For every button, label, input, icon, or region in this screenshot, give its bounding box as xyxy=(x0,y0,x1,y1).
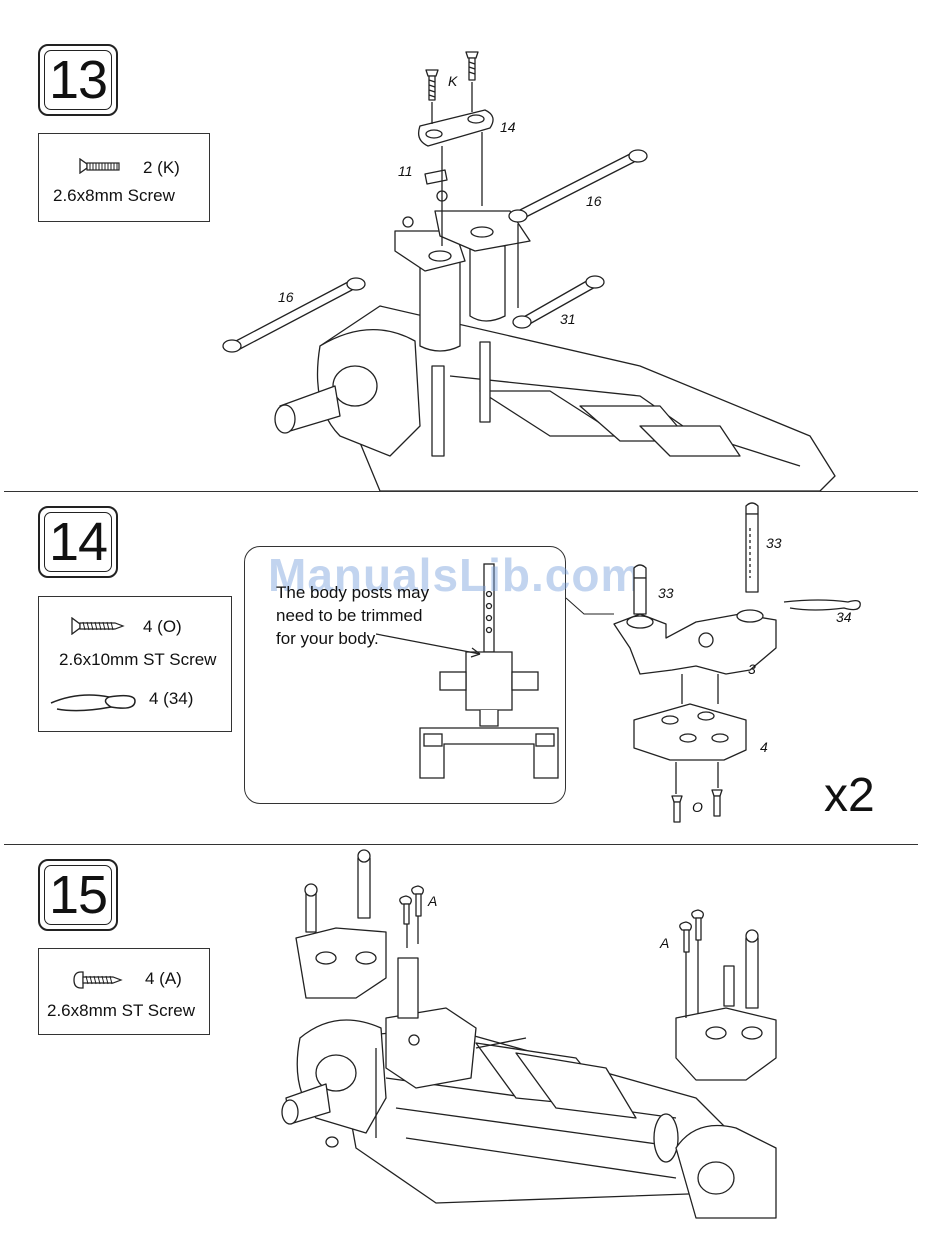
part-description: 2.6x8mm Screw xyxy=(53,186,175,206)
step-13-parts-box: 2 (K) 2.6x8mm Screw xyxy=(38,133,210,222)
step-14-parts-box: 4 (O) 2.6x10mm ST Screw 4 (34) xyxy=(38,596,232,732)
part-quantity: 4 (O) xyxy=(143,617,182,637)
callout-33-short: 33 xyxy=(658,585,674,601)
step-number: 14 xyxy=(49,511,107,573)
callout-3: 3 xyxy=(748,661,756,677)
step-14-number-box: 14 xyxy=(38,506,118,578)
callout-A-front: A xyxy=(427,893,437,909)
button-head-tapping-screw-icon xyxy=(73,971,123,989)
flat-head-tapping-screw-icon xyxy=(71,617,125,635)
step-15-number-box: 15 xyxy=(38,859,118,931)
step-number: 15 xyxy=(49,864,107,926)
callout-31: 31 xyxy=(560,311,576,327)
section-divider xyxy=(4,844,918,845)
callout-14: 14 xyxy=(500,119,516,135)
part-quantity: 2 (K) xyxy=(143,158,180,178)
callout-K: K xyxy=(448,73,458,89)
part-quantity: 4 (34) xyxy=(149,689,193,709)
callout-4: 4 xyxy=(760,739,768,755)
callout-O: O xyxy=(692,799,703,815)
part-description: 2.6x10mm ST Screw xyxy=(59,650,216,670)
step-15-assembly-drawing: A A xyxy=(276,848,796,1218)
callout-34: 34 xyxy=(836,609,852,625)
callout-16-lower: 16 xyxy=(278,289,294,305)
callout-33-tall: 33 xyxy=(766,535,782,551)
part-quantity: 4 (A) xyxy=(145,969,182,989)
body-clip-icon xyxy=(49,687,139,715)
section-divider xyxy=(4,491,918,492)
step-number: 13 xyxy=(49,49,107,111)
step-13-assembly-drawing: K 14 11 16 16 31 xyxy=(220,46,840,491)
callout-A-rear: A xyxy=(659,935,669,951)
step-15-parts-box: 4 (A) 2.6x8mm ST Screw xyxy=(38,948,210,1035)
callout-16-upper: 16 xyxy=(586,193,602,209)
callout-11: 11 xyxy=(398,163,413,179)
flat-head-screw-icon xyxy=(79,158,121,174)
quantity-multiplier: x2 xyxy=(824,768,875,823)
trim-note-text: The body posts may need to be trimmed fo… xyxy=(276,581,446,650)
step-13-number-box: 13 xyxy=(38,44,118,116)
part-description: 2.6x8mm ST Screw xyxy=(47,1001,195,1021)
